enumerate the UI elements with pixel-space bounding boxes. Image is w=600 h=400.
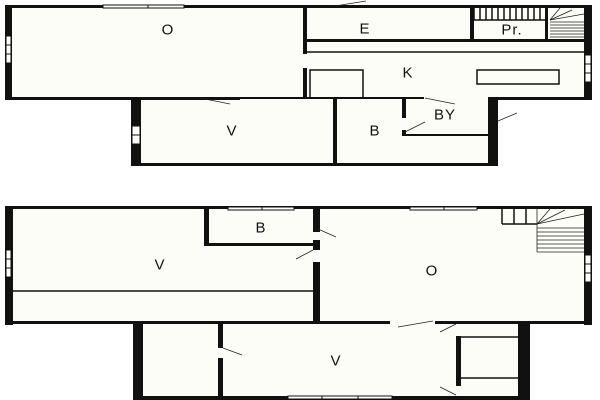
- staircase: [473, 7, 585, 38]
- room-label-upper-v: V: [226, 122, 238, 140]
- room-label-upper-e: E: [359, 20, 371, 38]
- room-label-upper-o: O: [161, 21, 175, 39]
- room-label-lower-v2: V: [330, 352, 342, 370]
- room-label-upper-b: B: [369, 122, 381, 140]
- room-label-lower-b: B: [255, 219, 267, 237]
- room-label-lower-v: V: [154, 256, 166, 274]
- room-label-upper-by: BY: [433, 106, 457, 124]
- room-label-upper-k: K: [402, 64, 414, 82]
- lower-plan: [5, 206, 592, 400]
- staircase: [501, 208, 585, 253]
- upper-plan: [5, 0, 592, 166]
- room-label-lower-o: O: [425, 262, 439, 280]
- room-label-upper-pr: Pr.: [501, 21, 523, 39]
